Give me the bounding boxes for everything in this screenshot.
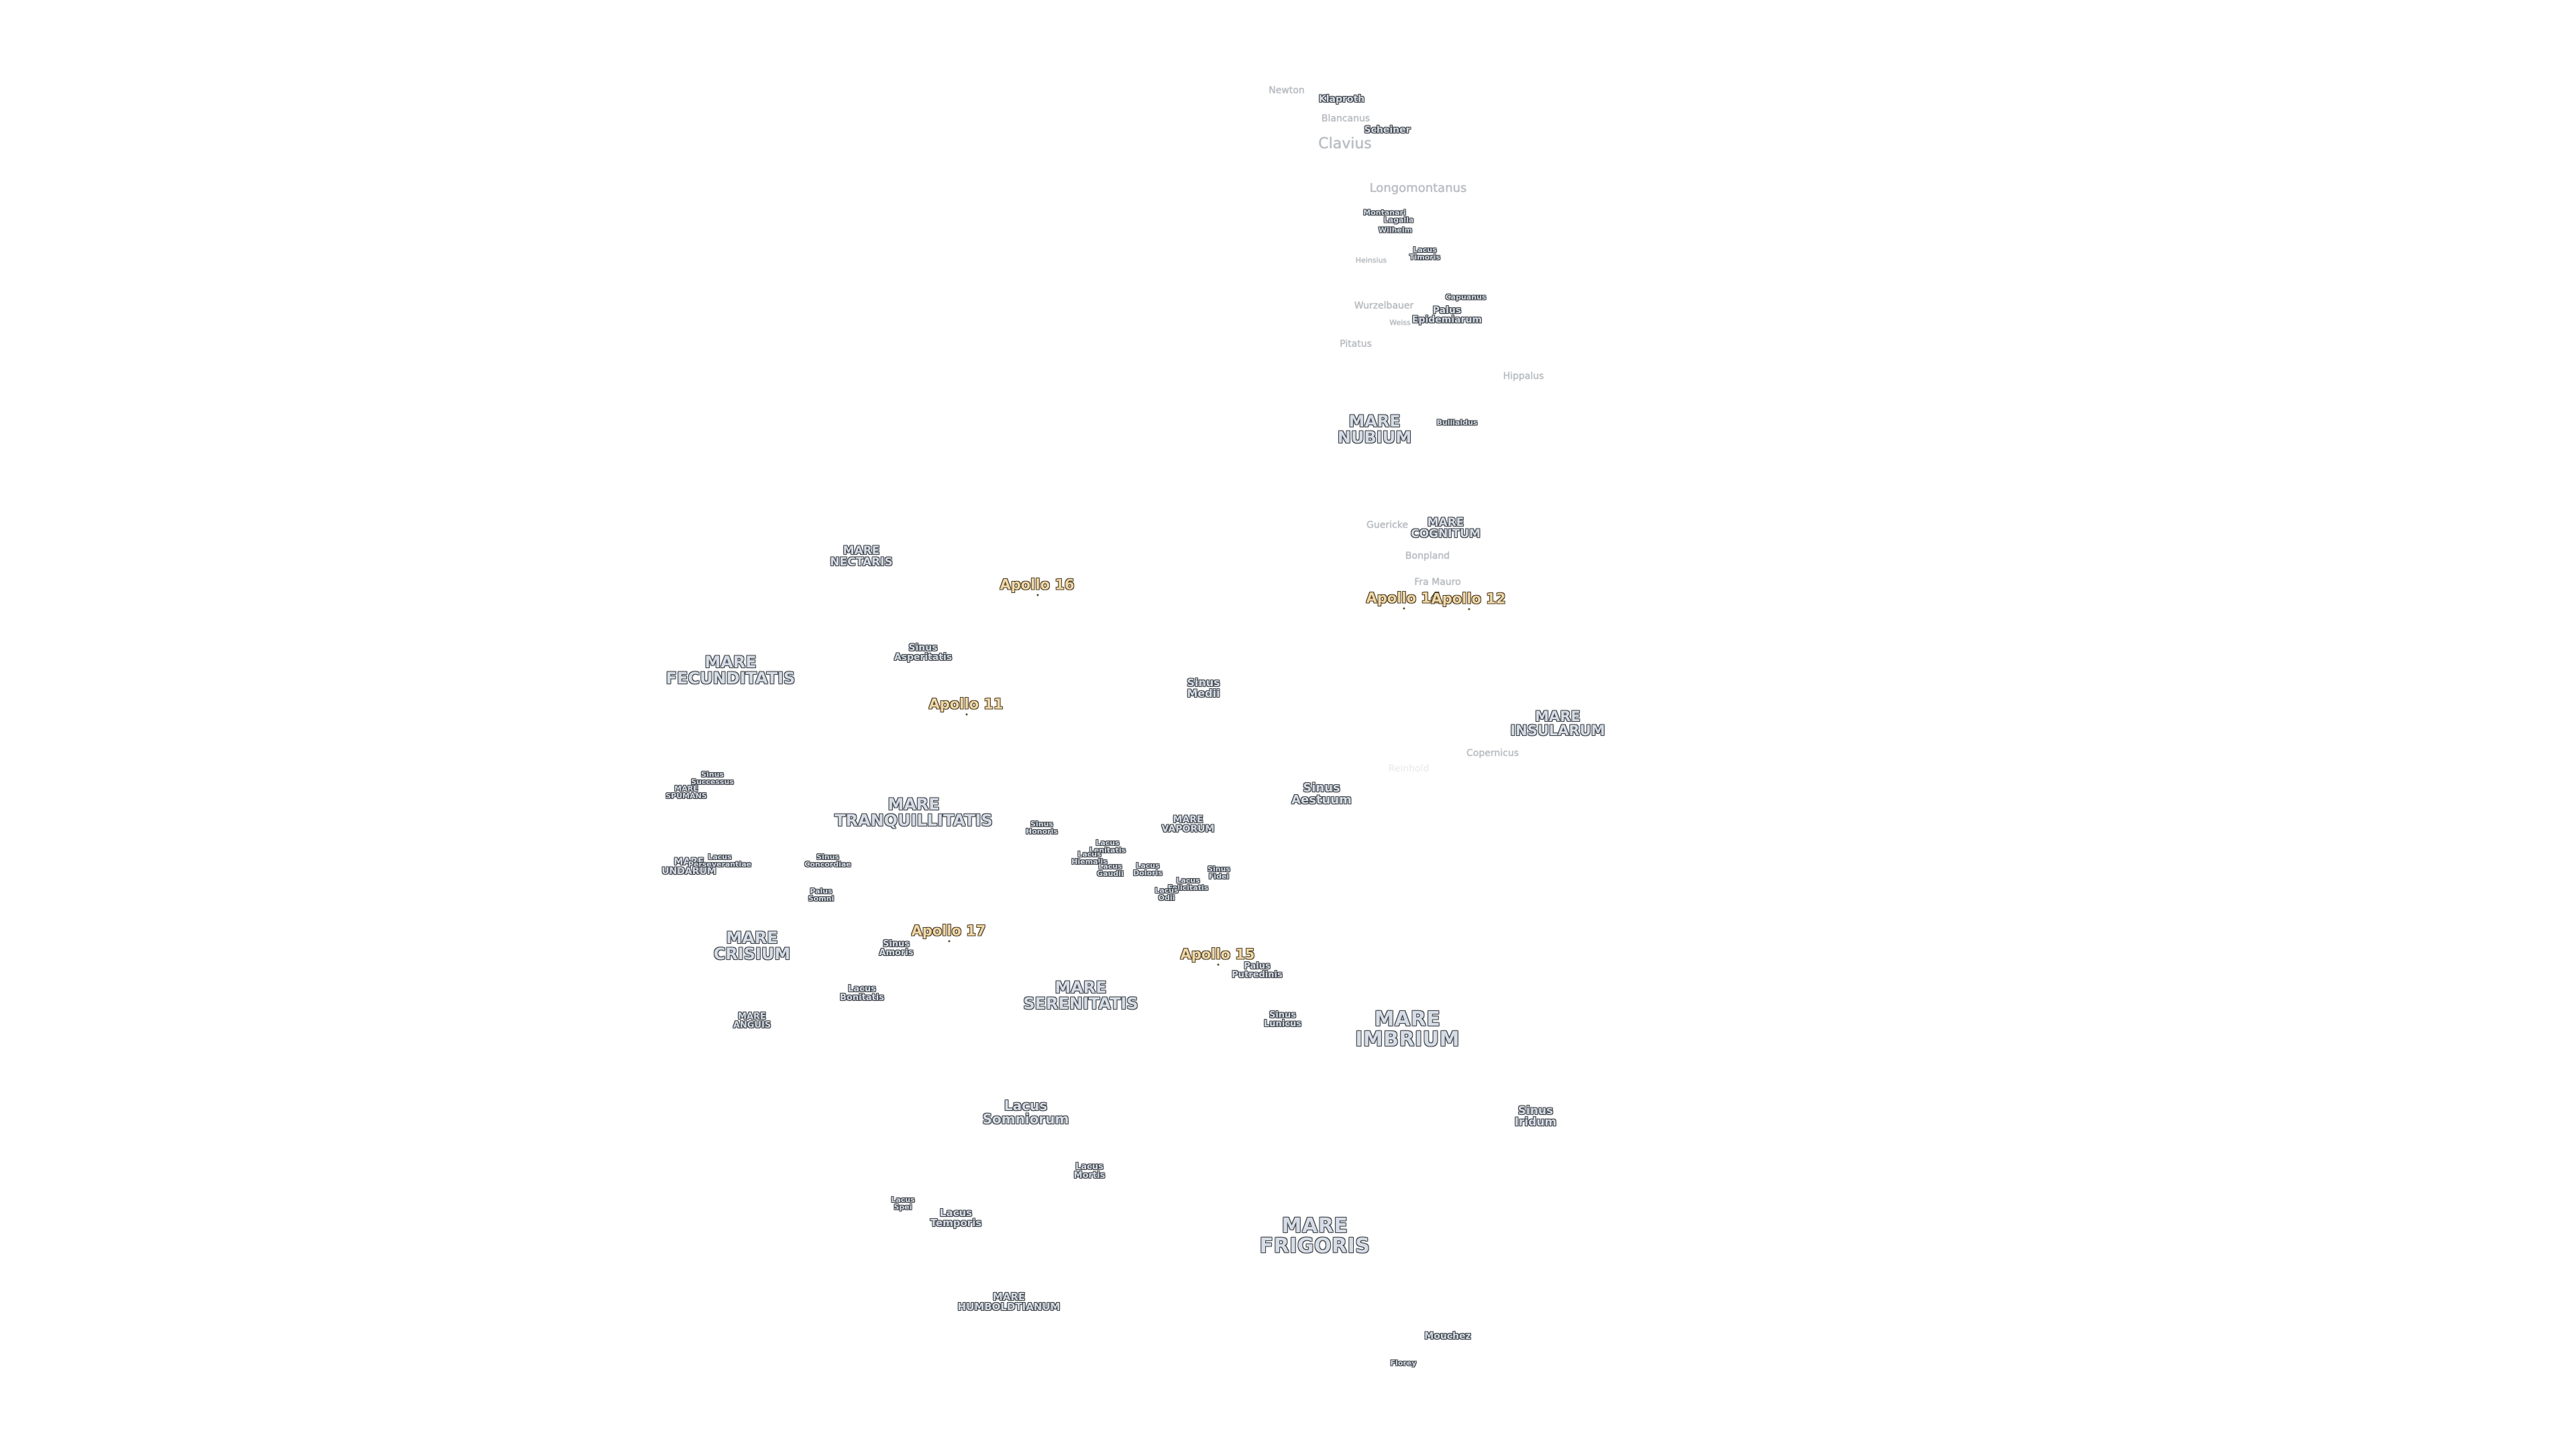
label-heinsius: Heinsius [1355, 256, 1387, 265]
apollo-16-site-marker [1036, 594, 1038, 596]
label-blancanus: Blancanus [1321, 113, 1371, 124]
label-wurzelbauer: Wurzelbauer [1354, 301, 1414, 311]
label-apollo-12: Apollo 12 [1431, 592, 1506, 610]
label-reinhold: Reinhold [1388, 763, 1430, 774]
label-mouchez: Mouchez [1424, 1331, 1471, 1342]
label-lagalla: Lagalla [1383, 215, 1414, 225]
label-montanari: Montanari [1363, 208, 1406, 217]
apollo-12-site-marker [1467, 608, 1470, 610]
label-clavius: Clavius [1318, 136, 1372, 152]
label-newton: Newton [1269, 85, 1305, 96]
label-klaproth: Klaproth [1318, 94, 1365, 105]
label-longomontanus: Longomontanus [1369, 181, 1467, 195]
label-pitatus: Pitatus [1340, 339, 1372, 350]
label-apollo-17: Apollo 17 [911, 924, 986, 943]
label-weiss: Weiss [1389, 318, 1411, 327]
label-apollo-15: Apollo 15 [1180, 947, 1255, 966]
apollo-14-site-marker [1402, 607, 1405, 610]
label-apollo-14: Apollo 14 [1366, 591, 1441, 610]
label-florey: Florey [1390, 1358, 1417, 1368]
label-scheiner: Scheiner [1364, 125, 1411, 136]
apollo-17-site-marker [947, 940, 950, 943]
label-guericke: Guericke [1366, 520, 1408, 531]
label-bullialdus: Bullialdus [1436, 418, 1478, 427]
label-hippalus: Hippalus [1503, 371, 1544, 382]
label-apollo-16: Apollo 16 [1000, 578, 1075, 596]
apollo-11-site-marker [965, 713, 967, 716]
label-fra-mauro: Fra Mauro [1414, 577, 1461, 588]
apollo-15-site-marker [1216, 963, 1219, 966]
label-capuanus: Capuanus [1445, 292, 1487, 302]
label-apollo-11: Apollo 11 [928, 697, 1004, 716]
label-copernicus: Copernicus [1466, 748, 1519, 759]
label-wilhelm: Wilhelm [1378, 225, 1413, 235]
label-bonpland: Bonpland [1405, 551, 1450, 561]
